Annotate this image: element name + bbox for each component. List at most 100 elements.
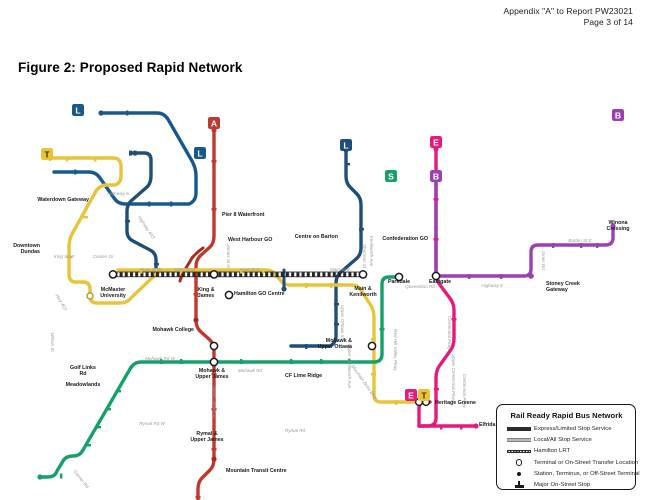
- terminal-hamilton-go-centre: [224, 290, 234, 300]
- badge-L-centre-on-barton: L: [340, 139, 352, 151]
- street-hwy-403-west: Hwy 403: [55, 293, 69, 311]
- dot-waterdown-gateway: [98, 110, 104, 116]
- badge-S-parkdale: S: [385, 170, 397, 182]
- badge-letter: S: [388, 171, 394, 181]
- legend-label-lrt: Hamilton LRT: [534, 448, 571, 455]
- line-E-south: [417, 336, 456, 428]
- station-rymal-upper-james: Rymal &Upper James: [190, 431, 223, 443]
- terminal-main-and-kenilworth: [358, 270, 368, 279]
- legend-item-lrt: Hamilton LRT: [504, 446, 629, 456]
- station-mohawk-upper-james: Mohawk &Upper James: [195, 368, 228, 380]
- page-number-label: Page 3 of 14: [583, 17, 633, 27]
- legend-label-terminal: Terminal or On-Street Transfer Location: [534, 459, 639, 466]
- badge-E-confederation: E: [430, 136, 442, 148]
- dot-mohawk-college: [193, 317, 199, 323]
- station-centre-on-barton: Centre on Barton: [295, 234, 338, 240]
- terminal-parkdale: [394, 272, 404, 282]
- street-queenston-rd: Queenston Rd: [405, 284, 435, 289]
- line-L-east-branch: [289, 148, 363, 348]
- badge-L-waterdown: L: [72, 104, 84, 116]
- marker-west-harbour-a: [129, 150, 132, 156]
- map-station-markers: [37, 110, 616, 480]
- terminal-mohawk-upper-ottawa: [367, 341, 377, 351]
- badge-B-eastgate: B: [430, 170, 442, 182]
- street-king-st-w-dundas: King St W: [54, 254, 75, 259]
- legend-item-major-stop: Major On-Street Stop: [504, 480, 629, 490]
- street-james-st-n: James St N: [226, 243, 231, 268]
- line-T-yellow: [48, 156, 201, 305]
- station-mountain-transit-centre: Mountain Transit Centre: [226, 468, 287, 474]
- street-upper-kenilworth-ave: Upper Kenilworth Ave: [347, 344, 352, 389]
- station-parkdale: Parkdale: [388, 279, 410, 285]
- terminal-mcmaster-university: [108, 270, 118, 279]
- line-L-downtown-spine: [125, 151, 158, 276]
- badge-letter: E: [408, 390, 414, 400]
- terminal-rymal-upper-james: [209, 357, 219, 367]
- terminal-eastgate: [431, 271, 441, 281]
- street-king-st-e: King St E: [240, 267, 260, 272]
- dot-stoney-creek-gateway: [528, 273, 534, 279]
- street-mohawk-rd-w: Mohawk Rd W: [145, 356, 176, 361]
- badge-chip: [418, 389, 430, 401]
- map-minor-stops: [60, 110, 599, 499]
- terminal-circle-marker-icon: [504, 458, 534, 468]
- badge-chip: [72, 104, 84, 116]
- street-highway-403-north: Highway 403: [137, 215, 156, 240]
- dot-cf-lime-ridge: [281, 286, 287, 292]
- badge-chip: [340, 139, 352, 151]
- badge-T-dundas: T: [41, 148, 53, 160]
- street-upper-james-st: Upper James St: [212, 386, 217, 420]
- badge-letter: T: [421, 390, 427, 400]
- street-jones-rd: Jones Rd: [541, 249, 546, 270]
- station-heritage-greene: Heritage Greene: [435, 400, 476, 406]
- line-LRT-king-corridor-edge: [113, 271, 363, 273]
- map-legend: Rail Ready Rapid Bus Network Express/Lim…: [496, 404, 640, 490]
- station-dot-marker-icon: [504, 469, 534, 479]
- station-pier-8-waterfront: Pier 8 Waterfront: [222, 212, 265, 218]
- badge-letter: B: [433, 171, 439, 181]
- street-king-st-w-main: King St W: [175, 267, 196, 272]
- badge-B-winona: B: [612, 109, 624, 121]
- station-eastgate: Eastgate: [429, 279, 451, 285]
- line-S-green: [38, 275, 401, 479]
- terminal-mohawk-upper-james: [209, 341, 219, 351]
- street-centennial-pkwy-s: Centennial Pkwy: [462, 374, 467, 409]
- badge-chip: [430, 136, 442, 148]
- station-king-and-james: King &James: [197, 287, 214, 299]
- legend-item-express: Express/Limited Stop Service: [504, 424, 629, 434]
- station-west-harbour-go: West Harbour GO: [228, 237, 272, 243]
- line-A-main: [194, 128, 216, 500]
- line-LRT-king-corridor-edge2: [113, 276, 363, 278]
- line-B-barton-east: [434, 224, 615, 278]
- badge-chip: [41, 148, 53, 160]
- badge-chip: [208, 117, 220, 129]
- station-meadowlands: Meadowlands: [66, 382, 101, 388]
- street-wilson-st: Wilson St: [50, 332, 55, 352]
- line-E-main: [398, 149, 455, 339]
- station-confederation-go: Confederation GO: [382, 236, 428, 242]
- terminal-meadowlands: [86, 292, 94, 300]
- legend-label-station: Station, Terminus, or Off-Street Termina…: [534, 470, 640, 477]
- station-hamilton-go-centre: Hamilton GO Centre: [234, 291, 285, 297]
- street-rymal-rd-e: Rymal Rd: [285, 428, 306, 433]
- legend-item-local: Local/All Stop Service: [504, 435, 629, 445]
- street-highway-8: Highway 8: [481, 283, 503, 288]
- marker-west-harbour-b: [133, 150, 137, 156]
- dot-ancaster-gateway: [37, 474, 43, 480]
- terminal-king-and-james: [209, 270, 219, 279]
- street-centennial-pkwy-n: Centennial Pkwy: [447, 316, 452, 351]
- badge-letter: L: [197, 148, 202, 158]
- figure-title: Figure 2: Proposed Rapid Network: [18, 60, 243, 75]
- badge-letter: T: [44, 149, 50, 159]
- dot-elfrida-gateway: [473, 423, 479, 429]
- street-barton-st-e: Barton St E: [568, 238, 592, 243]
- station-main-and-kenilworth: Main &Kenilworth: [349, 286, 376, 298]
- street-sherman-st: Sherman St: [362, 244, 367, 269]
- badge-chip: [430, 170, 442, 182]
